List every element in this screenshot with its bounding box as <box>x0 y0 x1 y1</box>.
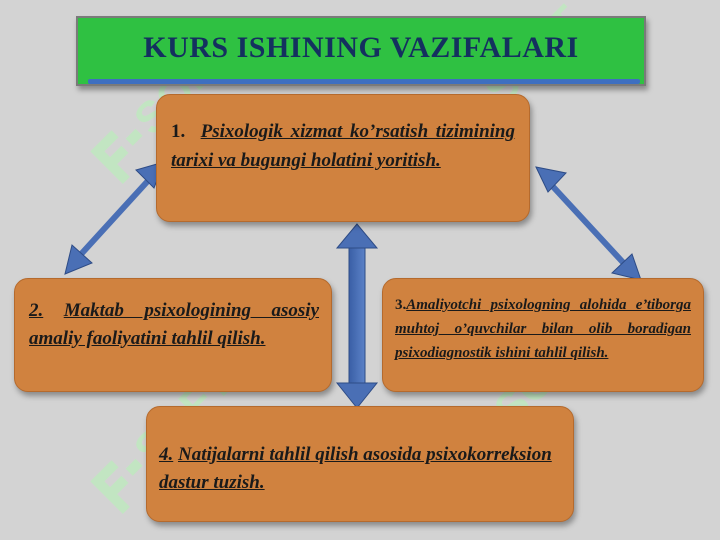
task-4-number: 4. <box>159 444 174 465</box>
arrow-box1-box2 <box>64 161 165 275</box>
arrowhead-up-right <box>535 166 567 193</box>
task-3-number: 3. <box>395 297 407 313</box>
arrow-box1-box4 <box>335 223 379 409</box>
task-1-description: Psixologik xizmat ko’rsatish tizimining … <box>171 121 516 171</box>
arrowhead-down-right <box>610 253 642 281</box>
task-box-3: 3.Amaliyotchi psixologning alohida e’tib… <box>382 278 704 392</box>
task-box-1: 1. Psixologik xizmat ko’rsatish tizimini… <box>156 94 530 222</box>
arrowhead-down-left <box>64 244 93 275</box>
page-title: KURS ISHINING VAZIFALARI <box>143 31 579 64</box>
arrowhead-down <box>335 382 379 409</box>
title-underline <box>88 79 640 84</box>
task-box-2-text: 2. Maktab psixologining asosiy amaliy fa… <box>29 297 319 353</box>
task-3-description: Amaliyotchi psixologning alohida e’tibor… <box>395 297 691 361</box>
task-box-1-text: 1. Psixologik xizmat ko’rsatish tizimini… <box>171 117 515 175</box>
task-1-number: 1 <box>171 121 181 142</box>
arrowhead-up <box>335 223 379 249</box>
task-4-description: Natijalarni tahlil qilish asosida psixok… <box>159 444 552 493</box>
arrow-box1-box3 <box>535 166 642 281</box>
task-2-description: Maktab psixologining asosiy amaliy faoli… <box>29 300 319 349</box>
task-box-4: 4. Natijalarni tahlil qilish asosida psi… <box>146 406 574 522</box>
task-box-3-text: 3.Amaliyotchi psixologning alohida e’tib… <box>395 293 691 365</box>
task-1-number-suffix: . <box>180 121 186 142</box>
task-box-4-text: 4. Natijalarni tahlil qilish asosida psi… <box>159 441 553 497</box>
title-banner: KURS ISHINING VAZIFALARI <box>76 16 646 86</box>
task-box-2: 2. Maktab psixologining asosiy amaliy fa… <box>14 278 332 392</box>
task-2-number: 2. <box>29 300 44 321</box>
